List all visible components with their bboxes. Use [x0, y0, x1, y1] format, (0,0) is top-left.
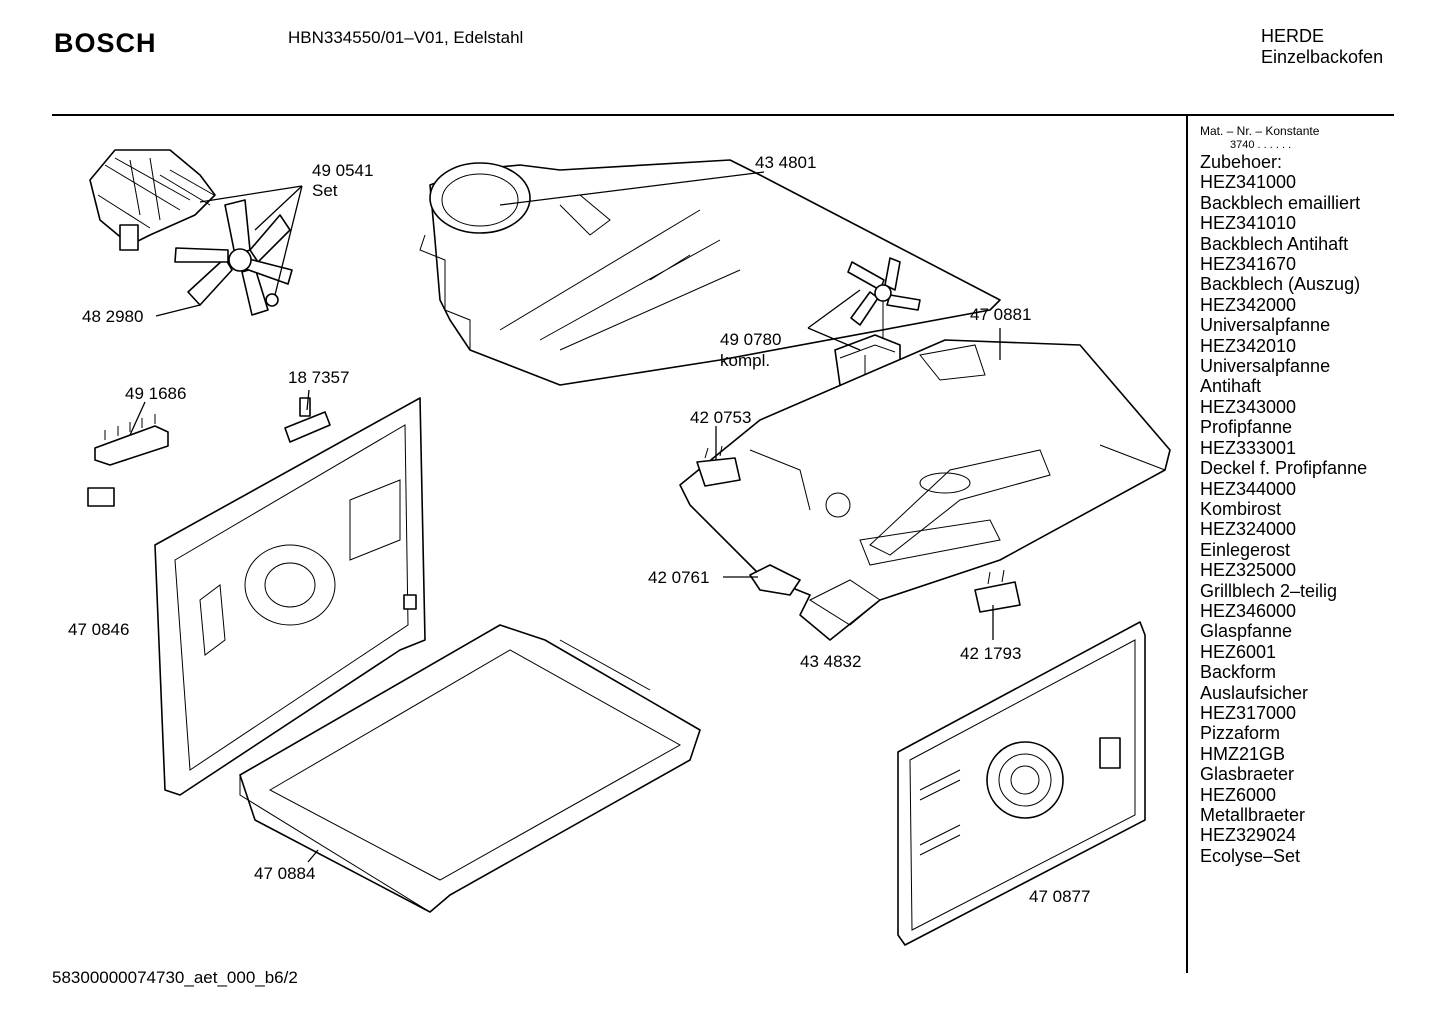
- part-label-470846: 47 0846: [68, 620, 129, 639]
- connector-plug[interactable]: [87, 487, 115, 507]
- accessory-item: Ecolyse–Set: [1200, 845, 1301, 866]
- leader-lines: [129, 171, 1001, 863]
- accessory-item: Pizzaform: [1200, 723, 1281, 744]
- part-label-187357: 18 7357: [288, 368, 349, 387]
- part-label-470884: 47 0884: [254, 864, 315, 883]
- part-label-490541-note: Set: [312, 181, 338, 200]
- category-subtitle: Einzelbackofen: [1261, 47, 1384, 67]
- category-title: HERDE: [1261, 26, 1325, 46]
- fan-nut[interactable]: [265, 293, 279, 307]
- mat-number-label: Mat. – Nr. – Konstante: [1200, 124, 1320, 138]
- accessory-item: Glasbraeter: [1200, 764, 1295, 785]
- accessory-item: HEZ317000: [1200, 702, 1297, 723]
- accessory-item: HEZ329024: [1200, 825, 1297, 846]
- part-label-420761: 42 0761: [648, 568, 709, 587]
- accessory-item: Backform: [1200, 662, 1277, 683]
- part-label-420753: 42 0753: [690, 408, 751, 427]
- accessory-item: HEZ6000: [1200, 784, 1277, 805]
- brand-logo: BOSCH: [54, 28, 157, 58]
- accessory-item: HMZ21GB: [1200, 743, 1286, 764]
- accessory-item: Deckel f. Profipfanne: [1200, 458, 1368, 479]
- part-label-490780: 49 0780: [720, 330, 781, 349]
- part-label-491686: 49 1686: [125, 384, 186, 403]
- door-switch-187357[interactable]: [284, 397, 331, 443]
- part-label-421793: 42 1793: [960, 644, 1021, 663]
- accessory-item: HEZ341670: [1200, 254, 1297, 275]
- front-frame[interactable]: [897, 621, 1146, 946]
- accessory-item: HEZ346000: [1200, 600, 1297, 621]
- accessory-item: HEZ6001: [1200, 641, 1277, 662]
- accessory-item: Backblech emailliert: [1200, 192, 1361, 213]
- accessory-item: HEZ325000: [1200, 560, 1297, 581]
- accessory-item: HEZ342000: [1200, 294, 1297, 315]
- accessory-item: HEZ343000: [1200, 396, 1297, 417]
- fan-motor-assembly[interactable]: [89, 149, 216, 251]
- accessory-item: Einlegerost: [1200, 539, 1291, 560]
- accessory-item: Grillblech 2–teilig: [1200, 580, 1338, 601]
- part-label-490541: 49 0541: [312, 161, 373, 180]
- top-cover-assembly[interactable]: [419, 159, 1001, 386]
- accessory-item: HEZ324000: [1200, 519, 1297, 540]
- accessory-item: Profipfanne: [1200, 417, 1293, 438]
- accessory-item: Universalpfanne: [1200, 315, 1331, 336]
- accessory-item: HEZ342010: [1200, 335, 1297, 356]
- exploded-parts-diagram: 49 0541 Set 48 2980 43 4801 49 0780 komp…: [68, 149, 1171, 946]
- accessory-item: HEZ341000: [1200, 172, 1297, 193]
- part-label-470881: 47 0881: [970, 305, 1031, 324]
- fan-blade[interactable]: [174, 199, 293, 316]
- sidebar-divider: [1186, 116, 1188, 973]
- accessory-item: Universalpfanne: [1200, 356, 1331, 377]
- part-label-490780-note: kompl.: [720, 351, 770, 370]
- model-number: HBN334550/01–V01, Edelstahl: [288, 28, 524, 47]
- accessory-item: Backblech Antihaft: [1200, 233, 1349, 254]
- part-label-470877: 47 0877: [1029, 887, 1090, 906]
- accessory-item: HEZ344000: [1200, 478, 1297, 499]
- part-label-434801: 43 4801: [755, 153, 816, 172]
- header-divider: [52, 114, 1394, 116]
- oven-top-plate[interactable]: [679, 339, 1171, 641]
- mat-number-value: 3740 . . . . . .: [1230, 139, 1292, 151]
- accessory-item: Zubehoer:: [1200, 152, 1283, 172]
- accessory-item: Antihaft: [1200, 376, 1262, 397]
- terminal-block[interactable]: [94, 414, 169, 466]
- accessory-item: Auslaufsicher: [1200, 682, 1309, 703]
- thermostat-switch-421793[interactable]: [974, 569, 1021, 613]
- bracket-420761[interactable]: [749, 564, 801, 596]
- accessory-panel: Mat. – Nr. – Konstante 3740 . . . . . . …: [1200, 124, 1390, 866]
- rear-panel[interactable]: [154, 397, 426, 796]
- part-label-434832: 43 4832: [800, 652, 861, 671]
- bottom-tray[interactable]: [239, 624, 701, 913]
- accessory-item: Glaspfanne: [1200, 621, 1293, 642]
- accessory-item: Metallbraeter: [1200, 805, 1306, 825]
- accessory-item: HEZ333001: [1200, 437, 1297, 458]
- part-label-482980: 48 2980: [82, 307, 143, 326]
- document-code: 58300000074730_aet_000_b6/2: [52, 968, 298, 987]
- thermostat-switch-420753[interactable]: [696, 445, 741, 487]
- accessory-item: HEZ341010: [1200, 213, 1297, 234]
- accessory-item: Backblech (Auszug): [1200, 274, 1361, 295]
- accessory-item: Kombirost: [1200, 498, 1282, 519]
